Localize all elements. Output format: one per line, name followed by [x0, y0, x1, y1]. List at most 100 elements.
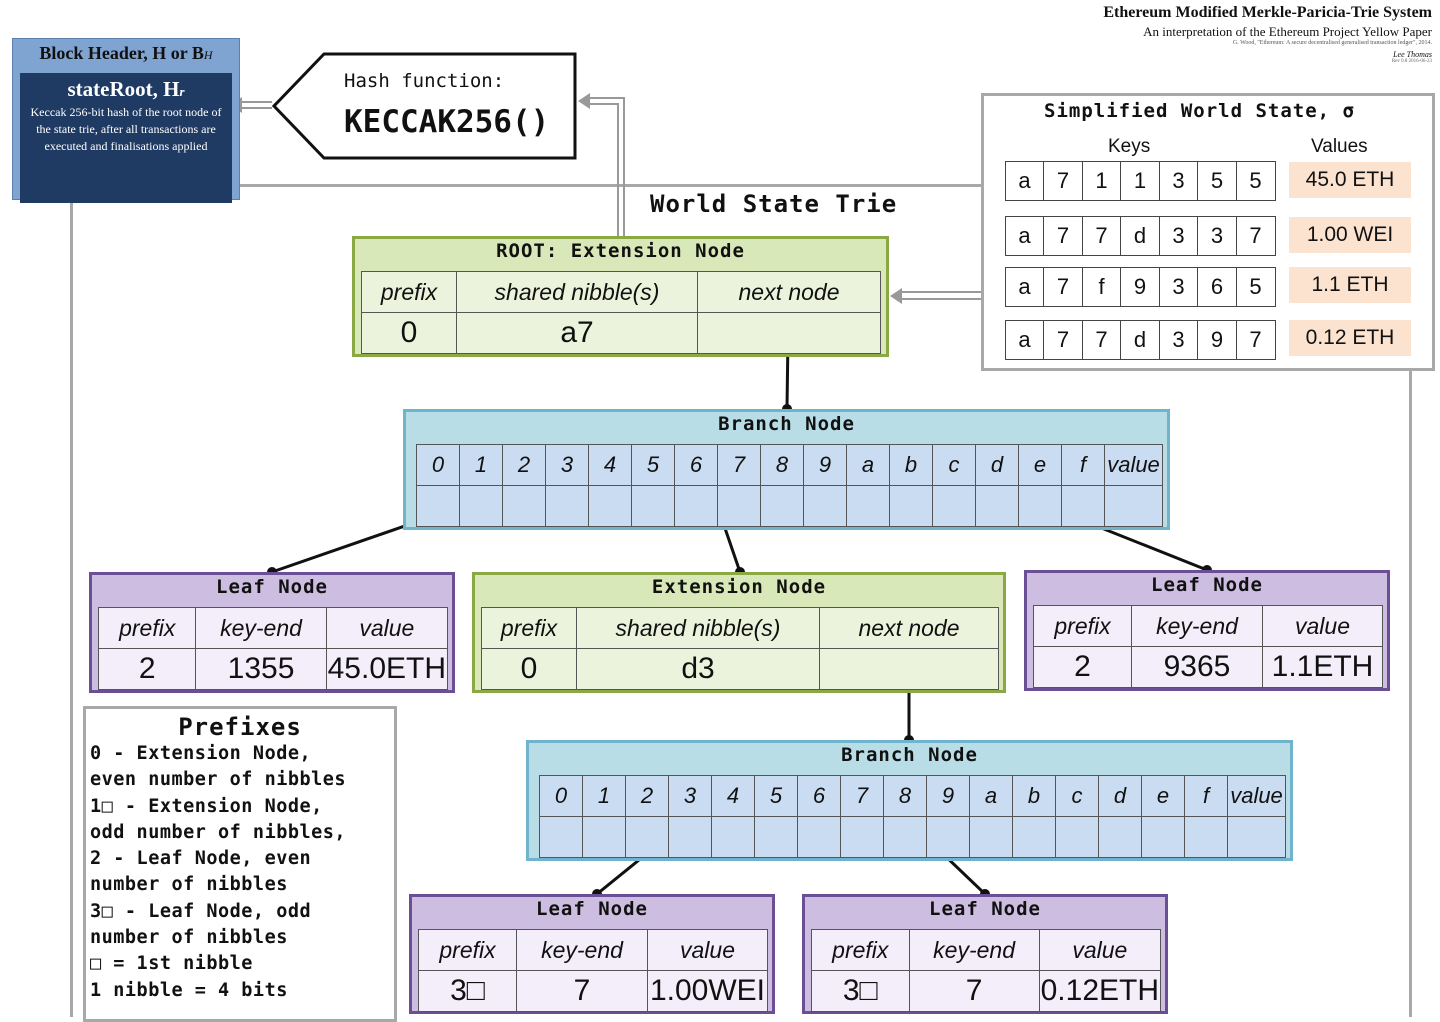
key-nibble: f	[1081, 267, 1122, 307]
branch-slot	[1141, 816, 1185, 858]
branch-slot	[674, 485, 718, 527]
world-state-value: 1.1 ETH	[1289, 267, 1411, 303]
node-table: prefix key-end value 3□ 7 0.12ETH	[811, 929, 1162, 1012]
key-nibble: 5	[1235, 267, 1276, 307]
header-prefix: prefix	[97, 607, 197, 649]
branch-slot	[1012, 816, 1056, 858]
key-nibble: 6	[1197, 267, 1237, 307]
leaf-node-bottom-left: Leaf Node prefix key-end value 3□ 7 1.00…	[409, 894, 775, 1014]
node-table: prefix shared nibble(s) next node 0 d3	[481, 607, 999, 690]
branch-slot-label: f	[1184, 775, 1228, 817]
key-nibble: 3	[1158, 216, 1199, 256]
branch-slot-label: 9	[926, 775, 970, 817]
key-nibble: 9	[1197, 320, 1237, 360]
branch-slot	[668, 816, 712, 858]
key-nibble: 9	[1120, 267, 1160, 307]
branch-slot-label: 2	[625, 775, 669, 817]
key-nibble: 7	[1235, 216, 1276, 256]
key-nibble: a	[1004, 216, 1045, 256]
hash-function-box: Hash function: KECCAK256()	[272, 52, 577, 160]
branch-slot-label: 9	[803, 444, 847, 486]
prefix-value: 0	[361, 312, 457, 354]
block-header-title: Block Header, H or BH	[39, 43, 213, 63]
branch-slot	[883, 816, 927, 858]
branch-slot-label: 8	[883, 775, 927, 817]
key-nibble: 7	[1043, 161, 1083, 201]
leaf-value: 0.12ETH	[1038, 970, 1162, 1012]
branch-slot	[846, 485, 890, 527]
leaf-value: 45.0ETH	[325, 648, 449, 690]
header-next-node: next node	[819, 607, 999, 649]
node-table: prefix key-end value 2 1355 45.0ETH	[97, 607, 449, 690]
block-header: Block Header, H or BH stateRoot, Hr Kecc…	[12, 38, 240, 203]
branch-slot-label: a	[846, 444, 890, 486]
key-nibble: 1	[1081, 161, 1122, 201]
shared-nibbles-value: d3	[576, 648, 820, 690]
node-title: Leaf Node	[929, 898, 1041, 920]
prefix-line: 3□ - Leaf Node, odd	[90, 900, 312, 922]
world-state-value: 1.00 WEI	[1289, 217, 1411, 253]
branch-slot	[711, 816, 755, 858]
leaf-value: 1.1ETH	[1262, 646, 1383, 688]
prefixes-legend: Prefixes 0 - Extension Node, even number…	[83, 706, 397, 1022]
branch-slot-label: 5	[631, 444, 675, 486]
key-nibble: a	[1004, 320, 1045, 360]
world-state-value: 45.0 ETH	[1289, 162, 1411, 198]
branch-value-label: value	[1227, 775, 1286, 817]
prefix-line: 0 - Extension Node,	[90, 743, 312, 764]
header-key-end: key-end	[195, 607, 327, 649]
key-nibble: 7	[1043, 267, 1083, 307]
header-value: value	[1038, 929, 1162, 971]
branch-slot	[459, 485, 503, 527]
node-title: Leaf Node	[536, 898, 648, 920]
diagram-title-block: Ethereum Modified Merkle-Paricia-Trie Sy…	[1103, 4, 1432, 64]
node-title: Leaf Node	[216, 576, 328, 598]
branch-slot	[797, 816, 841, 858]
branch-slot-label: b	[889, 444, 933, 486]
key-nibble: 3	[1158, 267, 1199, 307]
prefix-value: 0	[481, 648, 577, 690]
values-header: Values	[1311, 136, 1368, 157]
prefix-line: 2 - Leaf Node, even	[90, 848, 312, 870]
node-table: prefix key-end value 3□ 7 1.00WEI	[418, 929, 768, 1012]
branch-slot	[889, 485, 933, 527]
key-end-value: 1355	[195, 648, 327, 690]
branch-slot	[582, 816, 626, 858]
key-nibble: 3	[1158, 161, 1199, 201]
extension-node-middle: Extension Node prefix shared nibble(s) n…	[472, 572, 1006, 693]
prefix-line: 1 nibble = 4 bits	[90, 979, 288, 1001]
branch-slot	[1098, 816, 1142, 858]
header-value: value	[325, 607, 449, 649]
branch-slot-label: c	[932, 444, 976, 486]
branch-slot	[717, 485, 761, 527]
branch-slot	[416, 485, 460, 527]
hash-function-label: Hash function:	[344, 70, 505, 92]
branch-slot-label: 1	[459, 444, 503, 486]
key-nibble: 1	[1120, 161, 1160, 201]
branch-slot	[588, 485, 632, 527]
header-value: value	[1262, 605, 1383, 647]
header-shared-nibbles: shared nibble(s)	[456, 271, 698, 313]
keys-header: Keys	[1108, 136, 1151, 157]
branch-slot-label: 8	[760, 444, 804, 486]
prefix-line: □ = 1st nibble	[90, 953, 253, 975]
branch-node-2: Branch Node 0 1 2 3 4 5 6 7 8 9 a b c d …	[526, 740, 1293, 861]
branch-slot-label: 4	[711, 775, 755, 817]
node-title: Leaf Node	[1151, 574, 1263, 596]
branch-slot	[545, 485, 589, 527]
branch-slot-label: d	[1098, 775, 1142, 817]
branch-slot-label: a	[969, 775, 1013, 817]
leaf-value: 1.00WEI	[647, 970, 768, 1012]
node-table: prefix key-end value 2 9365 1.1ETH	[1033, 605, 1383, 688]
branch-slot-label: d	[975, 444, 1019, 486]
branch-slot-label: 4	[588, 444, 632, 486]
branch-slot-label: 0	[539, 775, 583, 817]
prefix-value: 2	[1033, 646, 1132, 688]
world-state-value: 0.12 ETH	[1289, 320, 1411, 356]
prefix-line: number of nibbles	[90, 927, 288, 949]
branch-slot	[539, 816, 583, 858]
branch-slot	[1055, 816, 1099, 858]
leaf-node-left: Leaf Node prefix key-end value 2 1355 45…	[89, 572, 455, 693]
branch-slot-label: 2	[502, 444, 546, 486]
branch-slot-label: c	[1055, 775, 1099, 817]
